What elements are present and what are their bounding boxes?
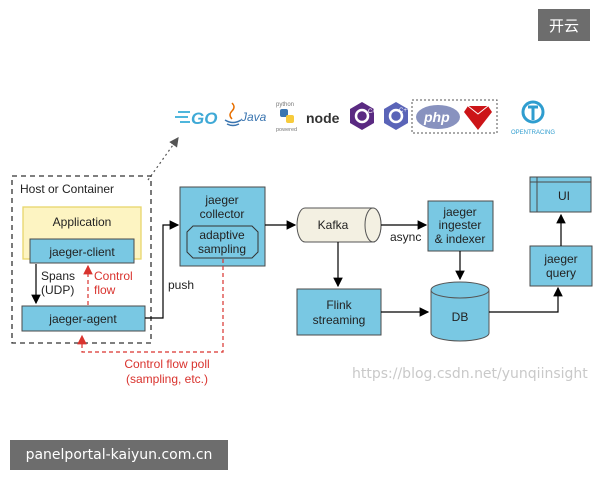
ui-label: UI [558,189,570,203]
svg-text:php: php [423,109,450,125]
sampling-label-line2: sampling [198,242,246,256]
ruby-icon [464,106,492,130]
svg-text:GO: GO [191,109,217,128]
csharp-logo: C# [350,102,376,130]
php-ruby-group: php [411,99,498,134]
ui-box: UI [529,176,592,213]
db-to-query-arrow [489,286,563,313]
poll-label-line1: Control flow poll [124,357,209,371]
footer-badge: panelportal-kaiyun.com.cn [10,440,228,470]
java-logo: Java [224,102,267,127]
query-label-line1: jaeger [543,252,577,266]
push-label: push [168,278,194,292]
db-cylinder: DB [430,281,490,342]
db-label: DB [452,310,469,324]
control-flow-poll-arrow [77,259,224,353]
async-label: async [390,230,421,244]
svg-text:C#: C# [368,109,376,115]
svg-text:powered: powered [276,127,297,133]
adaptive-sampling-box [186,225,259,259]
jaeger-client-label: jaeger-client [48,245,115,259]
kafka-queue: Kafka [296,207,382,243]
svg-text:node: node [306,110,340,126]
jaeger-client-box [29,238,135,264]
spans-label-line2: (UDP) [41,283,74,297]
cpp-logo: C++ [384,102,411,130]
kafka-label: Kafka [318,218,349,232]
flink-streaming-box [296,288,382,336]
collector-label-line1: jaeger [204,193,238,207]
svg-text:OPENTRACING: OPENTRACING [511,130,555,136]
jaeger-agent-box [21,305,146,332]
svg-text:Java: Java [240,110,267,124]
opentracing-logo: OPENTRACING [511,100,555,136]
flink-label-line2: streaming [313,313,366,327]
ingester-label-line3: & indexer [435,232,486,246]
corner-badge: 开云 [538,9,590,41]
host-label: Host or Container [20,182,114,196]
jaeger-agent-label: jaeger-agent [48,312,117,326]
sampling-label-line1: adaptive [199,228,245,242]
jaeger-ingester-box [427,200,494,252]
push-arrow [145,220,180,319]
svg-text:python: python [276,102,294,108]
flink-label-line1: Flink [326,298,352,312]
svg-text:C++: C++ [399,108,411,114]
go-logo: GO [175,109,217,128]
ingester-label-line1: jaeger [442,205,476,219]
control-flow-label-line2: flow [94,283,116,297]
logos-link-arrow [147,137,179,181]
ingester-label-line2: ingester [439,218,482,232]
jaeger-query-box [529,245,593,287]
poll-label-line2: (sampling, etc.) [126,372,208,386]
node-logo: node [306,110,340,126]
application-label: Application [53,215,112,229]
collector-label-line2: collector [200,207,245,221]
spans-label-line1: Spans [41,269,75,283]
python-logo: python powered [276,102,297,133]
query-label-line2: query [546,266,576,280]
watermark: https://blog.csdn.net/yunqiinsight [352,366,588,382]
control-flow-label-line1: Control [94,269,133,283]
